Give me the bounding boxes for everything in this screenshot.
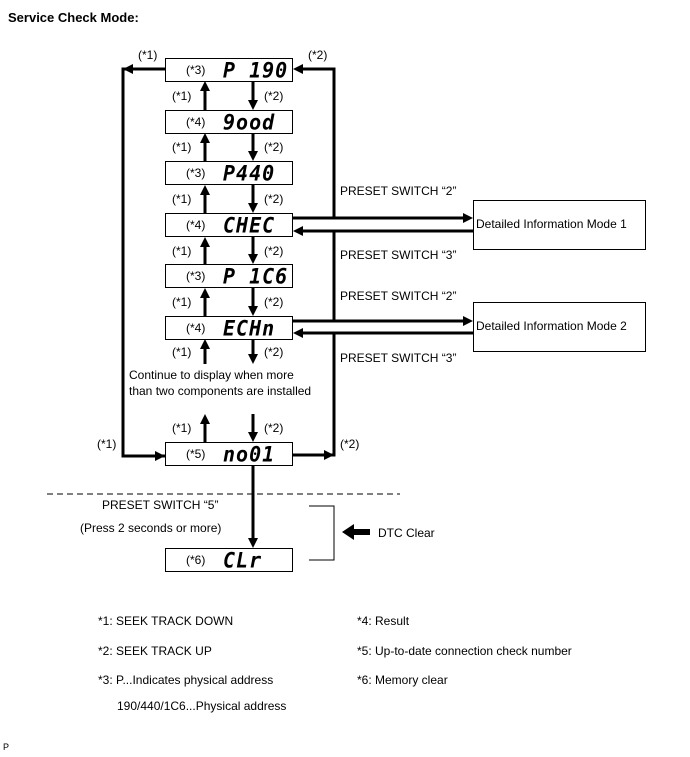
- clear-bracket: [309, 505, 335, 561]
- display-box-p190: (*3) P 190: [165, 58, 293, 82]
- display-text: P 1C6: [223, 263, 289, 289]
- step-up-label: (*2): [264, 295, 284, 309]
- detail-mode-2-box: Detailed Information Mode 2: [473, 302, 646, 352]
- dtc-clear-label: DTC Clear: [378, 526, 435, 540]
- continue-note-line-2: than two components are installed: [129, 384, 312, 398]
- to-detail-1-arrowhead: [463, 213, 473, 223]
- from-detail-1-arrowhead: [293, 226, 303, 236]
- clear-hold-label: (Press 2 seconds or more): [80, 521, 222, 535]
- to-detail-2-arrowhead: [463, 316, 473, 326]
- legend-item: *5: Up-to-date connection check number: [357, 644, 572, 658]
- legend-item: *6: Memory clear: [357, 673, 448, 687]
- display-ref: (*4): [186, 218, 206, 232]
- step-up-label: (*2): [264, 345, 284, 359]
- step-up-arrowhead: [200, 133, 210, 143]
- loop-up-label-bottom: (*2): [340, 437, 360, 451]
- step-up-arrowhead: [200, 81, 210, 91]
- loop-down-entry-arrowhead: [155, 451, 165, 461]
- detail-2-enter-label: PRESET SWITCH “2”: [340, 289, 457, 303]
- display-ref: (*6): [186, 553, 206, 567]
- display-text: P 190: [223, 57, 289, 83]
- loop-up-label-top: (*2): [308, 48, 328, 62]
- step-up-arrowhead: [200, 237, 210, 247]
- step-up-label: (*2): [264, 89, 284, 103]
- detail-mode-1-label: Detailed Information Mode 1: [476, 217, 627, 231]
- display-box-p440: (*3) P440: [165, 161, 293, 185]
- display-text: 9ood: [223, 109, 276, 135]
- step-down-arrowhead: [248, 100, 258, 110]
- page-title: Service Check Mode:: [8, 10, 139, 25]
- detail-1-enter-label: PRESET SWITCH “2”: [340, 184, 457, 198]
- clear-switch-label: PRESET SWITCH “5”: [102, 498, 219, 512]
- display-ref: (*3): [186, 63, 206, 77]
- step-down-arrowhead: [248, 354, 258, 364]
- step-arrows: [200, 81, 258, 442]
- step-down-label: (*1): [172, 244, 192, 258]
- legend-item: *2: SEEK TRACK UP: [98, 644, 212, 658]
- step-up-arrowhead: [200, 414, 210, 424]
- loop-down-label-bottom: (*1): [97, 437, 117, 451]
- display-text: CLr: [223, 547, 263, 573]
- footer-mark: P: [3, 742, 10, 752]
- step-down-label: (*1): [172, 140, 192, 154]
- legend-item: *3: P...Indicates physical address: [98, 673, 274, 687]
- step-up-label: (*2): [264, 140, 284, 154]
- loop-down-label-top: (*1): [138, 48, 158, 62]
- legend-item: *4: Result: [357, 614, 410, 628]
- display-box-p1c6: (*3) P 1C6: [165, 264, 293, 288]
- step-down-arrowhead: [248, 432, 258, 442]
- step-down-arrowhead: [248, 306, 258, 316]
- loop-up-arrowhead: [293, 64, 303, 74]
- display-ref: (*4): [186, 321, 206, 335]
- display-text: ECHn: [223, 315, 276, 341]
- legend-item: *1: SEEK TRACK DOWN: [98, 614, 234, 628]
- continue-note-line-1: Continue to display when more: [129, 368, 294, 382]
- display-text: CHEC: [223, 212, 276, 238]
- display-box-good: (*4) 9ood: [165, 110, 293, 134]
- step-down-arrowhead: [248, 203, 258, 213]
- step-down-label: (*1): [172, 295, 192, 309]
- display-ref: (*4): [186, 115, 206, 129]
- step-up-label: (*2): [264, 192, 284, 206]
- display-text: no01: [223, 441, 276, 467]
- detail-2-exit-label: PRESET SWITCH “3”: [340, 351, 457, 365]
- from-detail-2-arrowhead: [293, 328, 303, 338]
- display-box-chec: (*4) CHEC: [165, 213, 293, 237]
- display-ref: (*3): [186, 269, 206, 283]
- step-down-label: (*1): [172, 421, 192, 435]
- display-text: P440: [223, 160, 276, 186]
- display-box-echn: (*4) ECHn: [165, 316, 293, 340]
- step-up-label: (*2): [264, 244, 284, 258]
- step-up-label: (*2): [264, 421, 284, 435]
- step-up-arrowhead: [200, 185, 210, 195]
- display-ref: (*3): [186, 166, 206, 180]
- detail-mode-2-label: Detailed Information Mode 2: [476, 319, 627, 333]
- step-down-arrowhead: [248, 254, 258, 264]
- loop-down-arrowhead: [123, 64, 133, 74]
- step-up-arrowhead: [200, 339, 210, 349]
- detail-1-exit-label: PRESET SWITCH “3”: [340, 248, 457, 262]
- display-box-no01: (*5) no01: [165, 442, 293, 466]
- loop-up-exit-arrowhead: [324, 450, 334, 460]
- step-down-label: (*1): [172, 345, 192, 359]
- legend-item: 190/440/1C6...Physical address: [117, 699, 287, 713]
- step-down-arrowhead: [248, 151, 258, 161]
- display-box-clr: (*6) CLr: [165, 548, 293, 572]
- display-ref: (*5): [186, 447, 206, 461]
- step-up-arrowhead: [200, 288, 210, 298]
- dtc-clear-arrow-icon: [342, 524, 370, 540]
- step-down-label: (*1): [172, 192, 192, 206]
- clear-arrowhead: [248, 538, 258, 548]
- detail-mode-1-box: Detailed Information Mode 1: [473, 200, 646, 250]
- step-down-label: (*1): [172, 89, 192, 103]
